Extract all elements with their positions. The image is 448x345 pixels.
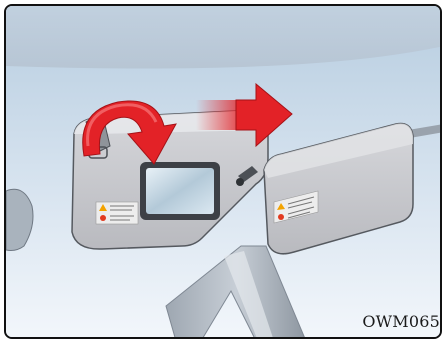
figure-code-label: OWM065 (362, 312, 440, 331)
vanity-mirror-glass (146, 168, 214, 214)
visor-pivot (236, 178, 244, 186)
warning-label-left (96, 202, 138, 224)
illustration-frame: OWM065 (4, 4, 442, 339)
sun-visor-illustration (6, 6, 442, 339)
